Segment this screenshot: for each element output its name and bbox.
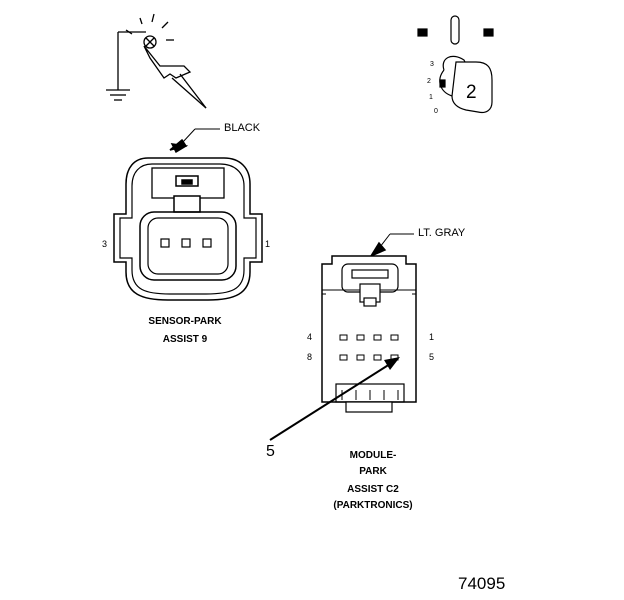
ignition-pos-2: 2 [427, 78, 431, 85]
module-pin-bottom-right: 5 [429, 352, 435, 362]
sensor-name-line1: SENSOR-PARK [148, 316, 222, 327]
sensor-pin-left: 3 [102, 239, 108, 249]
test-light-icon [106, 13, 207, 109]
module-connector [321, 233, 417, 413]
module-pin-top-left: 4 [307, 332, 313, 342]
module-pin-bottom-left: 8 [307, 352, 313, 362]
sensor-connector [113, 128, 263, 301]
callout-number: 5 [266, 443, 275, 460]
module-name-line1: MODULE- [349, 450, 397, 461]
sensor-wire-color: BLACK [224, 122, 261, 134]
module-name-line2: PARK [359, 466, 387, 477]
module-wire-color: LT. GRAY [418, 227, 466, 239]
ignition-pos-3: 3 [430, 61, 434, 68]
ignition-pos-1: 1 [429, 94, 433, 101]
sensor-name-line2: ASSIST 9 [162, 334, 208, 345]
module-name-line3: ASSIST C2 [347, 484, 399, 495]
module-pin-top-right: 1 [429, 332, 435, 342]
module-name-line4: (PARKTRONICS) [333, 500, 413, 511]
ignition-pos-0: 0 [434, 108, 438, 115]
ignition-key-position: 2 [466, 82, 477, 103]
ignition-key-icon [417, 15, 494, 114]
callout-arrow [269, 357, 400, 441]
sensor-pin-right: 1 [265, 239, 271, 249]
figure-number: 74095 [458, 574, 506, 593]
